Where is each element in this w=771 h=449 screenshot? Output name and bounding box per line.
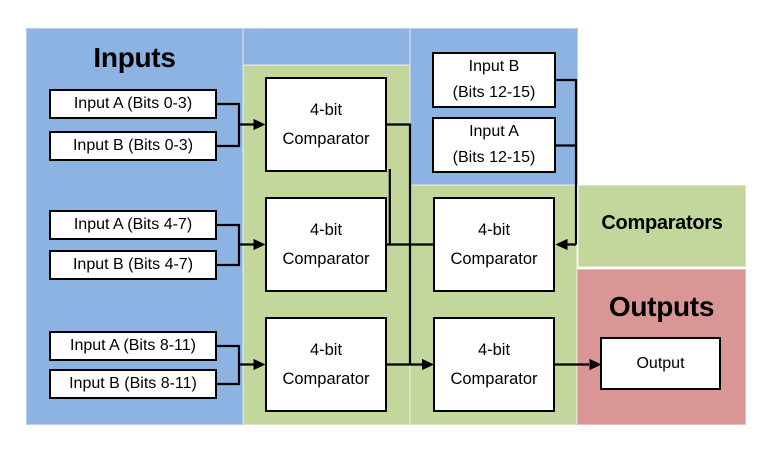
comparators-region-title: Comparators bbox=[601, 212, 723, 234]
comparators-region-label-band bbox=[578, 185, 746, 267]
input-a-12-15-line1: Input A bbox=[469, 123, 519, 140]
input-b-bits-0-3-box: Input B (Bits 0-3) bbox=[49, 131, 217, 161]
input-a-bits-4-7-box: Input A (Bits 4-7) bbox=[49, 210, 217, 240]
input-b-bits-4-7-box: Input B (Bits 4-7) bbox=[49, 250, 217, 280]
inputs-region-title: Inputs bbox=[93, 42, 176, 73]
comparator-1-line1: 4-bit bbox=[309, 100, 343, 119]
comparator-3-line1: 4-bit bbox=[309, 340, 343, 359]
input-b-bits-12-15-box: Input B (Bits 12-15) bbox=[432, 52, 556, 108]
comparator-4-line2: Comparator bbox=[450, 249, 538, 268]
comparator-1-bits-0-3-box: 4-bit Comparator bbox=[265, 77, 387, 172]
input-b-12-15-line1: Input B bbox=[468, 58, 520, 75]
comparator-3-line2: Comparator bbox=[282, 369, 370, 388]
inputs-region-top-band bbox=[243, 28, 410, 65]
comparator-4-stage2-box: 4-bit Comparator bbox=[433, 197, 555, 292]
comparator-2-line1: 4-bit bbox=[309, 220, 343, 239]
input-b-bits-8-11-box: Input B (Bits 8-11) bbox=[49, 369, 217, 399]
comparator-4-line1: 4-bit bbox=[477, 220, 511, 239]
input-a-bits-0-3-box: Input A (Bits 0-3) bbox=[49, 89, 217, 119]
comparator-5-line1: 4-bit bbox=[477, 340, 511, 359]
outputs-region-title: Outputs bbox=[608, 291, 715, 322]
input-a-bits-12-15-box: Input A (Bits 12-15) bbox=[432, 117, 556, 173]
comparator-5-stage2-box: 4-bit Comparator bbox=[433, 317, 555, 412]
comparator-2-bits-4-7-box: 4-bit Comparator bbox=[265, 197, 387, 292]
comparator-1-line2: Comparator bbox=[282, 129, 370, 148]
input-a-12-15-line2: (Bits 12-15) bbox=[452, 149, 536, 166]
comparator-2-line2: Comparator bbox=[282, 249, 370, 268]
comparator-5-line2: Comparator bbox=[450, 369, 538, 388]
output-box: Output bbox=[600, 337, 721, 390]
input-b-12-15-line2: (Bits 12-15) bbox=[452, 84, 536, 101]
input-a-bits-8-11-box: Input A (Bits 8-11) bbox=[49, 331, 217, 361]
comparator-3-bits-8-11-box: 4-bit Comparator bbox=[265, 317, 387, 412]
